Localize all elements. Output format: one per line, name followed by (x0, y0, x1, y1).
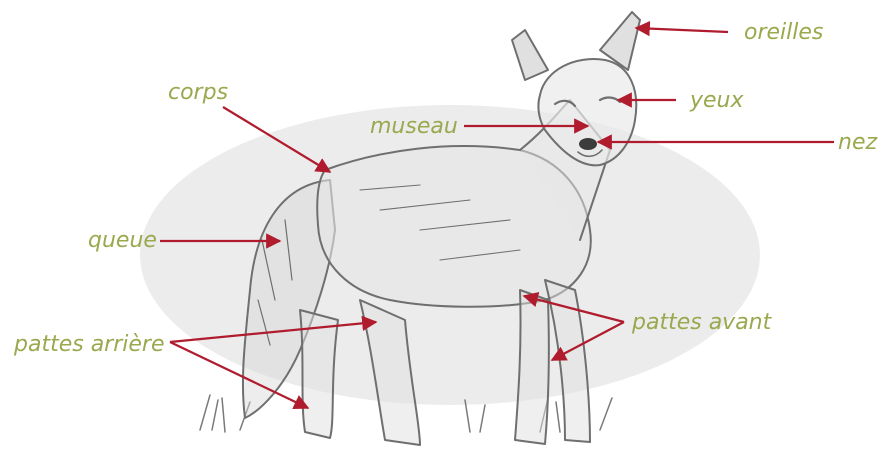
label-yeux: yeux (690, 90, 744, 112)
label-pattes-arriere: pattes arrière (14, 334, 165, 356)
label-oreilles: oreilles (744, 22, 823, 44)
arrow-oreilles (636, 28, 728, 32)
label-queue: queue (88, 230, 157, 252)
ear-left-icon (512, 30, 548, 80)
label-corps: corps (168, 82, 228, 104)
front-leg-back (515, 290, 549, 444)
nose-icon (579, 138, 597, 150)
label-museau: museau (370, 116, 458, 138)
label-nez: nez (838, 132, 877, 154)
label-pattes-avant: pattes avant (632, 312, 771, 334)
